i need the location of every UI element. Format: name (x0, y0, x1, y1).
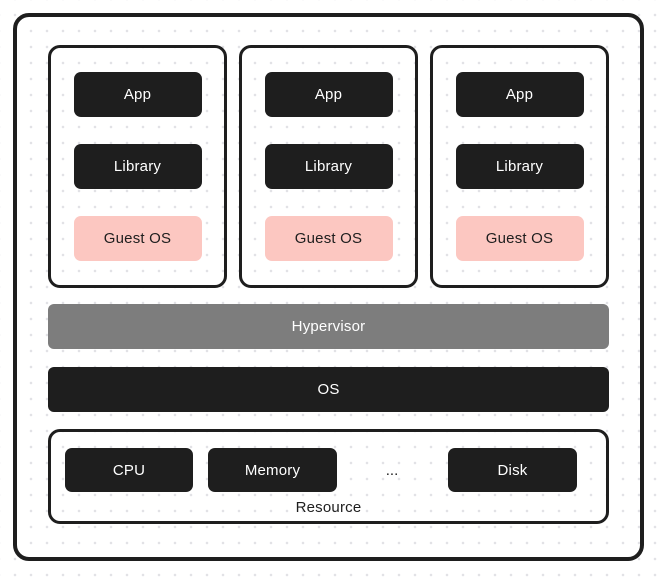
hypervisor-bar: Hypervisor (48, 304, 609, 349)
memory-box: Memory (208, 448, 337, 492)
library-box: Library (73, 144, 202, 189)
app-box: App (264, 72, 393, 117)
resource-ellipsis: ... (385, 461, 399, 479)
host-machine-box: App Library Guest OS App Library Guest O… (13, 13, 644, 561)
vm-box-2: App Library Guest OS (239, 45, 418, 288)
guest-os-box: Guest OS (264, 216, 393, 261)
cpu-box: CPU (65, 448, 193, 492)
vm-row: App Library Guest OS App Library Guest O… (48, 45, 609, 288)
vm-box-1: App Library Guest OS (48, 45, 227, 288)
vm-box-3: App Library Guest OS (430, 45, 609, 288)
resource-label: Resource (295, 499, 362, 516)
app-box: App (455, 72, 584, 117)
os-bar: OS (48, 367, 609, 412)
app-box: App (73, 72, 202, 117)
library-box: Library (264, 144, 393, 189)
guest-os-box: Guest OS (455, 216, 584, 261)
guest-os-box: Guest OS (73, 216, 202, 261)
disk-box: Disk (448, 448, 577, 492)
library-box: Library (455, 144, 584, 189)
resource-box: CPU Memory ... Disk Resource (48, 429, 609, 524)
